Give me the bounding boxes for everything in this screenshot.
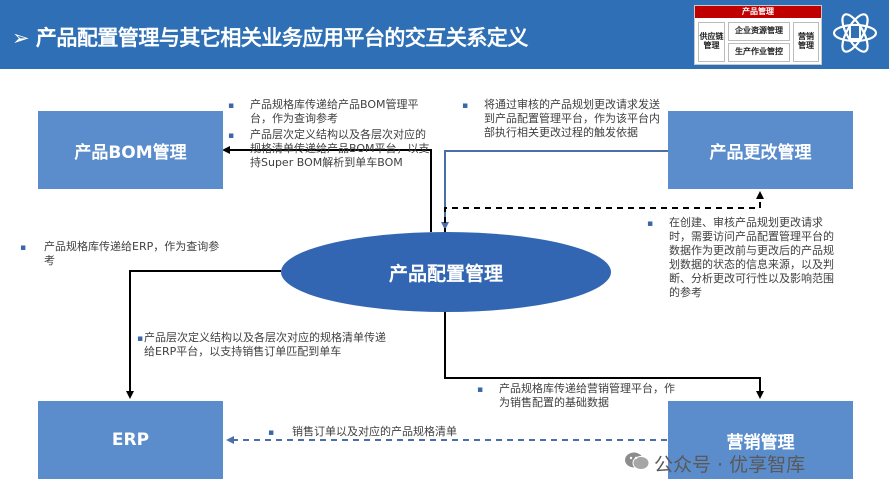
note-sales-1: 产品规格库传递给营销管理平台，作为销售配置的基础数据 [499, 382, 675, 409]
node-product-change: 产品更改管理 [668, 111, 853, 189]
page-title: ➢ 产品配置管理与其它相关业务应用平台的交互关系定义 [12, 26, 528, 50]
atom-phone-logo-icon [832, 13, 878, 53]
note-change-1: 将通过审核的产品规划更改请求发送到产品配置管理平台，作为该平台内部执行相关更改过… [484, 98, 660, 139]
node-erp: ERP [38, 401, 223, 479]
note-erp-2: 产品层次定义结构以及各层次对应的规格清单传递给ERP平台，以支持销售订单匹配到单… [144, 331, 386, 358]
bullet-icon: ▪ [20, 243, 27, 253]
node-product-config: 产品配置管理 [281, 232, 611, 312]
note-change-2: 在创建、审核产品规划更改请求时，需要访问产品配置管理平台的数据作为更改前与更改后… [669, 216, 834, 299]
wechat-icon [625, 452, 650, 470]
bullet-icon: ▪ [228, 131, 235, 141]
note-bom-2: 产品层次定义结构以及各层次对应的规格清单传递给产品BOM平台，以支持Super … [250, 128, 430, 169]
note-bom-1: 产品规格库传递给产品BOM管理平台，作为查询参考 [250, 98, 419, 125]
bullet-icon: ▪ [137, 334, 144, 344]
bullet-icon: ▪ [268, 428, 275, 438]
mini-product-management: 产品管理 [695, 6, 821, 18]
bullet-icon: ▪ [462, 101, 469, 111]
note-erp-1: 产品规格库传递给ERP，作为查询参考 [44, 240, 220, 267]
arrow-center-to-erp [126, 270, 281, 399]
bullet-icon: ▪ [477, 385, 484, 395]
arrow-center-to-bom [222, 146, 432, 232]
watermark-text: 公众号 · 优享智库 [654, 454, 806, 476]
mini-marketing: 营销 管理 [793, 22, 819, 62]
mini-erp: 企业资源管理 [728, 22, 790, 41]
arrow-center-to-sales [444, 312, 764, 399]
node-product-bom: 产品BOM管理 [38, 111, 223, 189]
bullet-icon: ▪ [228, 101, 235, 111]
mini-production: 生产作业管控 [728, 43, 790, 62]
note-sales-2: 销售订单以及对应的产品规格清单 [292, 425, 457, 438]
node-sales: 营销管理 [668, 401, 853, 479]
mini-architecture-diagram: 产品管理 供应链 管理 企业资源管理 生产作业管控 营销 管理 [694, 5, 822, 65]
mini-supply-chain: 供应链 管理 [698, 22, 725, 62]
arrow-change-to-center [441, 150, 668, 230]
bullet-icon: ▪ [647, 219, 654, 229]
